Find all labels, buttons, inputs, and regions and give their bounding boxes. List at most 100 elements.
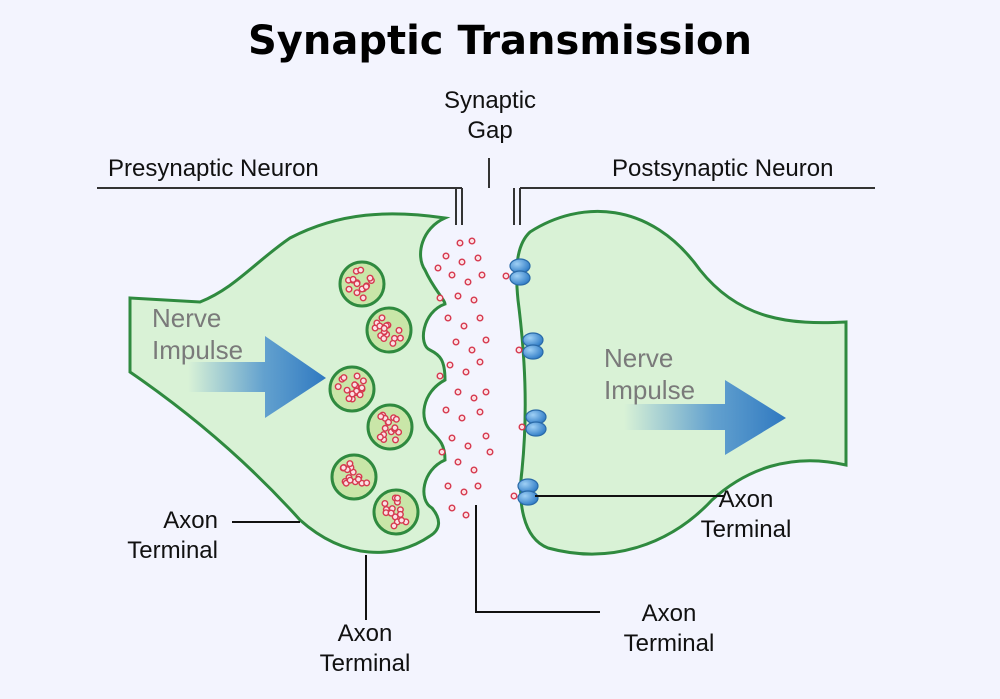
- neurotransmitter-dot: [486, 448, 494, 456]
- neurotransmitter-dot: [359, 377, 367, 385]
- axon-bottom-left-line1: Axon: [337, 620, 393, 647]
- axon-bottom-center-line2: Terminal: [623, 630, 715, 657]
- synaptic-gap-label-line2: Gap: [467, 117, 513, 144]
- neurotransmitter-dot: [346, 460, 354, 468]
- neurotransmitter-dot: [345, 395, 353, 403]
- neurotransmitter-dot: [478, 271, 486, 279]
- neurotransmitter-dot: [340, 374, 348, 382]
- neurotransmitter-dot: [468, 237, 476, 245]
- neurotransmitter-dot: [394, 494, 402, 502]
- axon-left-line2: Terminal: [127, 537, 218, 564]
- neurotransmitter-dot: [474, 254, 482, 262]
- receptor-proteins: [502, 258, 547, 506]
- neurotransmitter-dot: [434, 264, 442, 272]
- neurotransmitter-dot: [345, 285, 353, 293]
- neurotransmitter-dot: [448, 434, 456, 442]
- neurotransmitter-dot: [476, 358, 484, 366]
- neurotransmitter-dot: [446, 361, 454, 369]
- neurotransmitter-dot: [396, 334, 404, 342]
- neurotransmitter-dot: [476, 314, 484, 322]
- neurotransmitter-dot: [442, 252, 450, 260]
- neurotransmitter-dot: [346, 476, 354, 484]
- axon-terminal-label-left: Axon Terminal: [104, 506, 218, 566]
- neurotransmitter-dot: [474, 482, 482, 490]
- neurotransmitter-dot: [470, 394, 478, 402]
- neurotransmitter-dot: [340, 464, 348, 472]
- neurotransmitter-dot: [476, 408, 484, 416]
- nerve-impulse-arrow-right: [624, 380, 786, 455]
- neurotransmitter-dot: [376, 433, 384, 441]
- neurotransmitter-dot: [377, 413, 385, 421]
- neurotransmitter-dot: [444, 314, 452, 322]
- receptor: [502, 258, 531, 286]
- vesicle: [372, 488, 420, 536]
- leader-lines: [232, 495, 725, 620]
- presynaptic-neuron-label: Presynaptic Neuron: [108, 155, 319, 182]
- neurotransmitter-dot: [385, 418, 393, 426]
- neurotransmitter-dot: [356, 391, 364, 399]
- neurotransmitter-dot: [390, 522, 398, 530]
- neurotransmitter-dot: [396, 510, 404, 518]
- synaptic-vesicles: [328, 260, 420, 536]
- axon-left-line1: Axon: [163, 507, 218, 534]
- vesicle: [328, 365, 376, 413]
- neurotransmitter-dot: [460, 488, 468, 496]
- neurotransmitter-dot: [515, 346, 523, 354]
- neurotransmitter-dot: [462, 511, 470, 519]
- neurotransmitter-dot: [353, 289, 361, 297]
- neurotransmitter-dot: [468, 346, 476, 354]
- neurotransmitter-dot: [381, 500, 389, 508]
- neurotransmitter-dot: [343, 386, 351, 394]
- neurotransmitter-dot: [444, 482, 452, 490]
- postsynaptic-neuron-label: Postsynaptic Neuron: [612, 155, 834, 182]
- neurotransmitters: [434, 237, 494, 519]
- neurotransmitter-dot: [464, 442, 472, 450]
- neurotransmitter-dot: [458, 414, 466, 422]
- neurotransmitter-dot: [392, 415, 400, 423]
- nerve-impulse-right-line2: Impulse: [604, 375, 696, 405]
- neurotransmitter-dot: [395, 326, 403, 334]
- neurotransmitter-dot: [357, 266, 365, 274]
- vesicle: [330, 453, 378, 501]
- neurotransmitter-dot: [454, 388, 462, 396]
- vesicle: [365, 306, 413, 354]
- diagram-title: Synaptic Transmission: [247, 18, 753, 64]
- neurotransmitter-dot: [362, 283, 370, 291]
- neurotransmitter-dot: [464, 278, 472, 286]
- neurotransmitter-dot: [462, 368, 470, 376]
- neurotransmitter-dot: [442, 406, 450, 414]
- vesicle: [338, 260, 386, 308]
- neurotransmitter-dot: [380, 335, 388, 343]
- neurotransmitter-dot: [354, 475, 362, 483]
- neurotransmitter-dot: [482, 336, 490, 344]
- neurotransmitter-dot: [448, 271, 456, 279]
- header-rules: [97, 158, 875, 225]
- neurotransmitter-dot: [452, 338, 460, 346]
- neurotransmitter-dot: [363, 479, 371, 487]
- neurotransmitter-dot: [510, 492, 518, 500]
- receptor: [510, 478, 539, 506]
- nerve-impulse-label-left: Nerve Impulse: [152, 302, 243, 366]
- neurotransmitter-dot: [454, 458, 462, 466]
- neurotransmitter-dot: [387, 509, 395, 517]
- neurotransmitter-dot: [398, 516, 406, 524]
- axon-bottom-center-line1: Axon: [641, 600, 697, 627]
- neurotransmitter-dot: [349, 275, 357, 283]
- nerve-impulse-left-line2: Impulse: [152, 335, 244, 365]
- neurotransmitter-dot: [436, 372, 444, 380]
- neurotransmitter-dot: [454, 292, 462, 300]
- neurotransmitter-dot: [381, 424, 389, 432]
- neurotransmitter-dot: [438, 448, 446, 456]
- nerve-impulse-left-line1: Nerve: [152, 303, 222, 333]
- axon-bottom-left-line2: Terminal: [319, 650, 411, 677]
- axon-right-line2: Terminal: [700, 516, 792, 543]
- synaptic-gap-label: Synaptic Gap: [420, 86, 560, 146]
- receptor: [518, 409, 547, 437]
- neurotransmitter-dot: [353, 280, 361, 288]
- neurotransmitter-dot: [351, 381, 359, 389]
- neurotransmitter-dot: [366, 274, 374, 282]
- neurotransmitter-dot: [470, 466, 478, 474]
- neurotransmitter-dot: [456, 239, 464, 247]
